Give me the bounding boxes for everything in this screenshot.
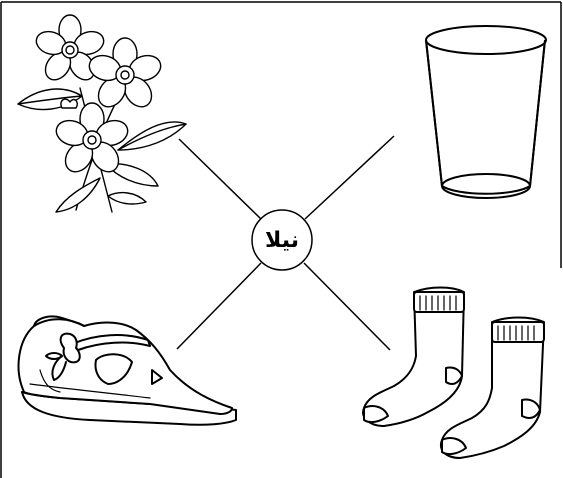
line-to-flowers — [179, 139, 261, 219]
glass-icon — [426, 26, 546, 198]
line-to-socks — [304, 263, 390, 350]
socks-icon — [363, 288, 544, 459]
flowers-icon — [18, 15, 186, 212]
line-to-glass — [305, 136, 394, 219]
line-to-shoe — [177, 263, 261, 349]
center-word: نیلا — [252, 210, 312, 270]
shoe-icon — [19, 316, 236, 424]
